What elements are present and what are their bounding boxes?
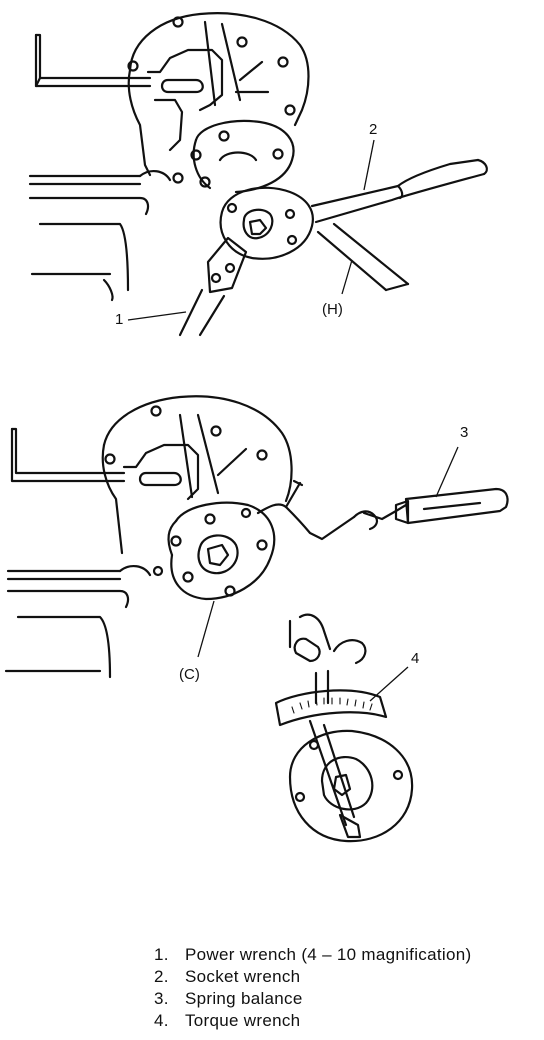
legend-item-power-wrench: 1. Power wrench (4 – 10 magnification) xyxy=(154,944,471,966)
figure-power-wrench-socket-wrench: 2 (H) 1 xyxy=(0,0,544,345)
leader-lines-fig1 xyxy=(127,139,375,321)
torque-dial-ticks xyxy=(291,697,373,714)
leader-3 xyxy=(435,446,459,498)
leader-4 xyxy=(369,666,409,702)
callout-H: (H) xyxy=(322,301,343,318)
leader-lines-fig2 xyxy=(197,446,459,702)
differential-carrier-housing xyxy=(127,12,310,184)
holder-bar xyxy=(316,222,410,292)
legend-item-label: Spring balance xyxy=(185,989,303,1008)
leader-2 xyxy=(363,139,375,191)
socket-wrench xyxy=(219,158,488,260)
companion-flange xyxy=(190,119,295,194)
spring-balance-cord xyxy=(256,479,356,541)
legend-item-number: 1. xyxy=(154,945,169,964)
legend-item-torque-wrench: 4. Torque wrench xyxy=(154,1010,471,1032)
frame-rail-lower xyxy=(28,170,172,302)
callout-4: 4 xyxy=(411,650,420,667)
legend: 1. Power wrench (4 – 10 magnification) 2… xyxy=(154,944,471,1032)
power-wrench xyxy=(178,236,248,337)
legend-item-label: Power wrench (4 – 10 magnification) xyxy=(185,945,472,964)
leader-C xyxy=(197,600,215,658)
spring-balance xyxy=(352,487,509,531)
legend-item-number: 4. xyxy=(154,1011,169,1030)
legend-item-spring-balance: 3. Spring balance xyxy=(154,988,471,1010)
figure-1-drawing xyxy=(28,12,488,337)
legend-item-label: Torque wrench xyxy=(185,1011,301,1030)
callout-2: 2 xyxy=(369,121,378,138)
callout-C: (C) xyxy=(179,666,200,683)
differential-carrier-housing-2 xyxy=(101,395,293,555)
figure-2-drawing xyxy=(4,395,509,843)
frame-rail-upper-2 xyxy=(10,427,126,483)
legend-item-label: Socket wrench xyxy=(185,967,301,986)
frame-rail-upper xyxy=(34,33,152,88)
figure-spring-balance-torque-wrench: 3 4 (C) xyxy=(0,385,544,870)
leader-1 xyxy=(127,311,187,321)
callout-1: 1 xyxy=(115,311,124,328)
legend-item-number: 3. xyxy=(154,989,169,1008)
companion-flange-C xyxy=(152,501,276,601)
legend-item-number: 2. xyxy=(154,967,169,986)
legend-item-socket-wrench: 2. Socket wrench xyxy=(154,966,471,988)
frame-rail-lower-2 xyxy=(4,565,152,679)
leader-H xyxy=(341,259,353,295)
torque-wrench-assembly xyxy=(274,613,414,843)
callout-3: 3 xyxy=(460,424,469,441)
